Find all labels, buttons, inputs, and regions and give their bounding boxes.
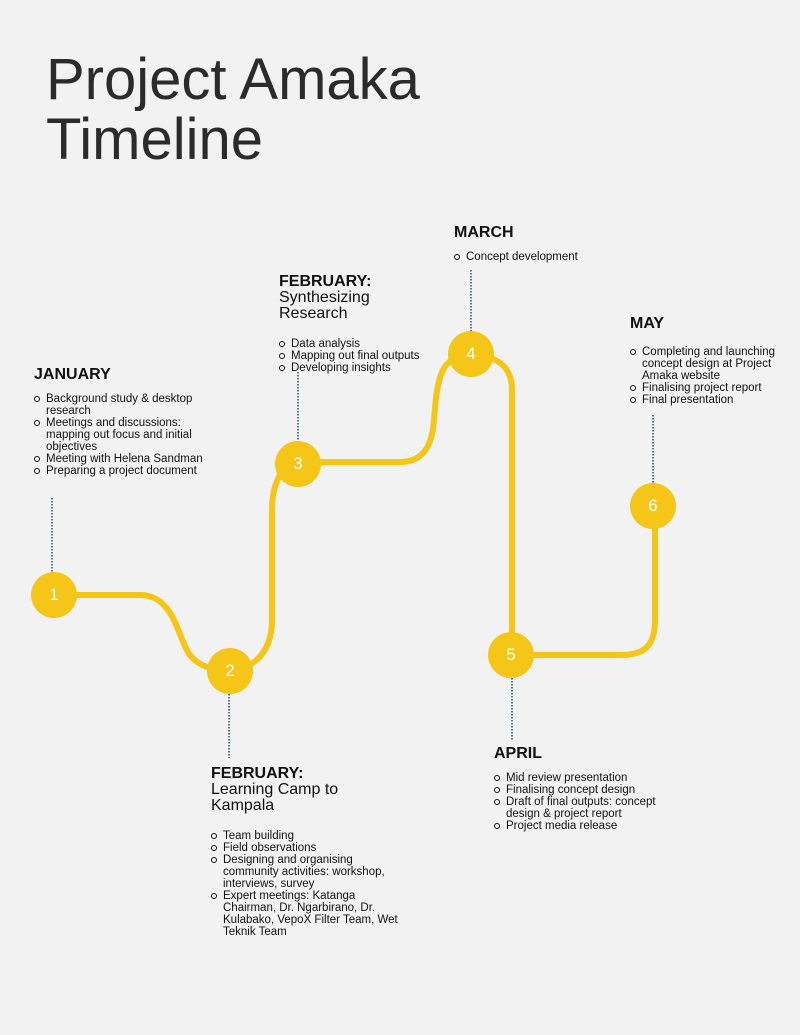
page-title: Project Amaka Timeline — [46, 50, 420, 170]
list-item: Designing and organising community activ… — [211, 854, 401, 890]
stage-subtitle: Learning Camp to Kampala — [211, 781, 339, 814]
list-item: Preparing a project document — [34, 465, 214, 477]
timeline-path — [51, 352, 658, 673]
stage-february-learning-camp: FEBRUARY: Learning Camp to Kampala Team … — [211, 765, 401, 938]
stage-month: FEBRUARY: — [279, 273, 372, 290]
list-item: Project media release — [494, 820, 674, 832]
milestone-6: 6 — [630, 483, 676, 529]
list-item: Meetings and discussions: mapping out fo… — [34, 417, 214, 453]
stage-month: MARCH — [454, 224, 514, 241]
list-item: Team building — [211, 830, 401, 842]
stage-activity-list: Mid review presentation Finalising conce… — [494, 772, 674, 832]
stage-april: APRIL Mid review presentation Finalising… — [494, 745, 674, 832]
title-line-2: Timeline — [46, 107, 264, 172]
list-item: Concept development — [454, 251, 614, 263]
stage-march: MARCH Concept development — [454, 224, 614, 263]
list-item: Finalising project report — [630, 382, 788, 394]
list-item: Background study & desktop research — [34, 393, 214, 417]
stage-subtitle: Synthesizing Research — [279, 289, 370, 322]
list-item: Data analysis — [279, 338, 439, 350]
stage-activity-list: Concept development — [454, 251, 614, 263]
stage-activity-list: Completing and launching concept design … — [630, 346, 788, 406]
milestone-3: 3 — [275, 441, 321, 487]
list-item: Mapping out final outputs — [279, 350, 439, 362]
list-item: Expert meetings: Katanga Chairman, Dr. N… — [211, 890, 401, 938]
stage-activity-list: Data analysis Mapping out final outputs … — [279, 338, 439, 374]
list-item: Completing and launching concept design … — [630, 346, 788, 382]
list-item: Mid review presentation — [494, 772, 674, 784]
stage-activity-list: Team building Field observations Designi… — [211, 830, 401, 938]
stage-month: JANUARY — [34, 366, 111, 383]
list-item: Field observations — [211, 842, 401, 854]
list-item: Final presentation — [630, 394, 788, 406]
milestone-2: 2 — [207, 648, 253, 694]
list-item: Draft of final outputs: concept design &… — [494, 796, 674, 820]
stage-january: JANUARY Background study & desktop resea… — [34, 366, 214, 477]
stage-february-synthesizing-research: FEBRUARY: Synthesizing Research Data ana… — [279, 273, 439, 374]
stage-month: MAY — [630, 315, 665, 332]
milestone-4: 4 — [448, 331, 494, 377]
stage-may: MAY Completing and launching concept des… — [630, 315, 788, 406]
milestone-5: 5 — [488, 632, 534, 678]
milestone-1: 1 — [31, 572, 77, 618]
title-line-1: Project Amaka — [46, 47, 420, 112]
list-item: Meeting with Helena Sandman — [34, 453, 214, 465]
stage-activity-list: Background study & desktop research Meet… — [34, 393, 214, 477]
stage-month: FEBRUARY: — [211, 765, 304, 782]
stage-month: APRIL — [494, 745, 542, 762]
list-item: Finalising concept design — [494, 784, 674, 796]
list-item: Developing insights — [279, 362, 439, 374]
